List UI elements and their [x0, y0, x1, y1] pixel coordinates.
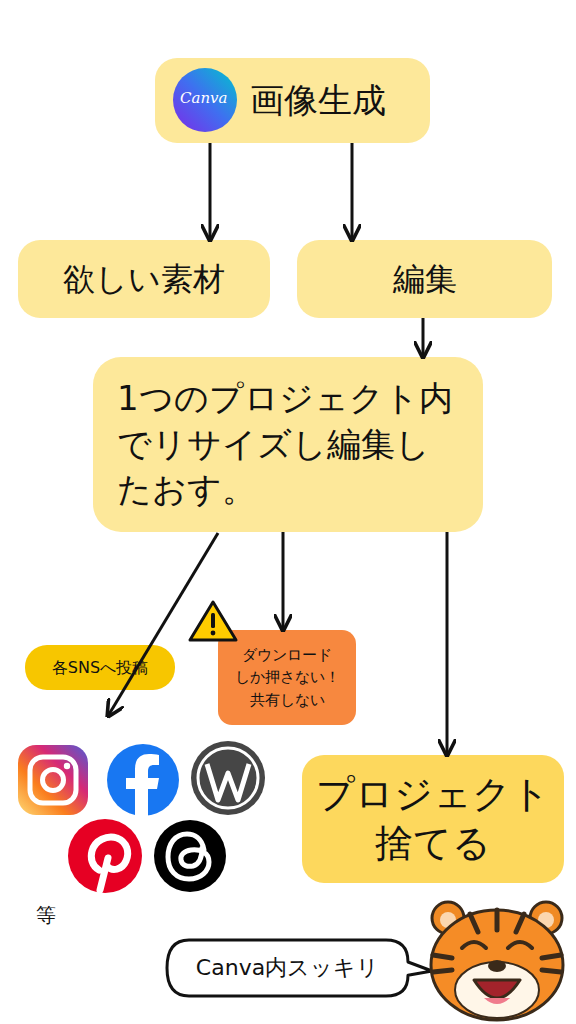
process-box: 欲しい素材: [18, 240, 270, 318]
warning-box: ダウンロード しか押さない！ 共有しない: [218, 630, 356, 725]
note-label: 等: [36, 902, 56, 929]
node-text: 編集: [307, 259, 542, 299]
node-text: ダウンロード しか押さない！ 共有しない: [228, 644, 346, 712]
threads-icon: [154, 820, 226, 892]
logo-text: Canva: [180, 89, 228, 107]
node-text: 欲しい素材: [28, 259, 260, 299]
tiger-illustration: [431, 902, 563, 1020]
node-text: Canva内スッキリ: [175, 954, 400, 982]
note-pill: 各SNSへ投稿: [25, 645, 175, 690]
instagram-icon: [18, 745, 88, 815]
flow-arrow: [422, 318, 425, 357]
flow-arrow: [446, 532, 449, 755]
node-text: プロジェクト 捨てる: [316, 770, 550, 869]
flow-arrow: [351, 143, 354, 240]
flow-arrow: [209, 143, 212, 240]
pinterest-icon: [68, 819, 142, 893]
speech-bubble: Canva内スッキリ: [165, 938, 410, 998]
node-text: 1つのプロジェクト内 でリサイズし編集し たおす。: [117, 376, 469, 514]
process-box: 1つのプロジェクト内 でリサイズし編集し たおす。: [93, 357, 483, 532]
node-text: 各SNSへ投稿: [31, 658, 169, 678]
bubble-shape: [167, 940, 432, 996]
flow-arrow: [282, 532, 285, 630]
wordpress-icon: [191, 741, 265, 815]
facebook-icon: [107, 744, 179, 816]
end-box: プロジェクト 捨てる: [302, 755, 564, 883]
node-text: 画像生成: [250, 79, 420, 122]
process-box: 編集: [297, 240, 552, 318]
